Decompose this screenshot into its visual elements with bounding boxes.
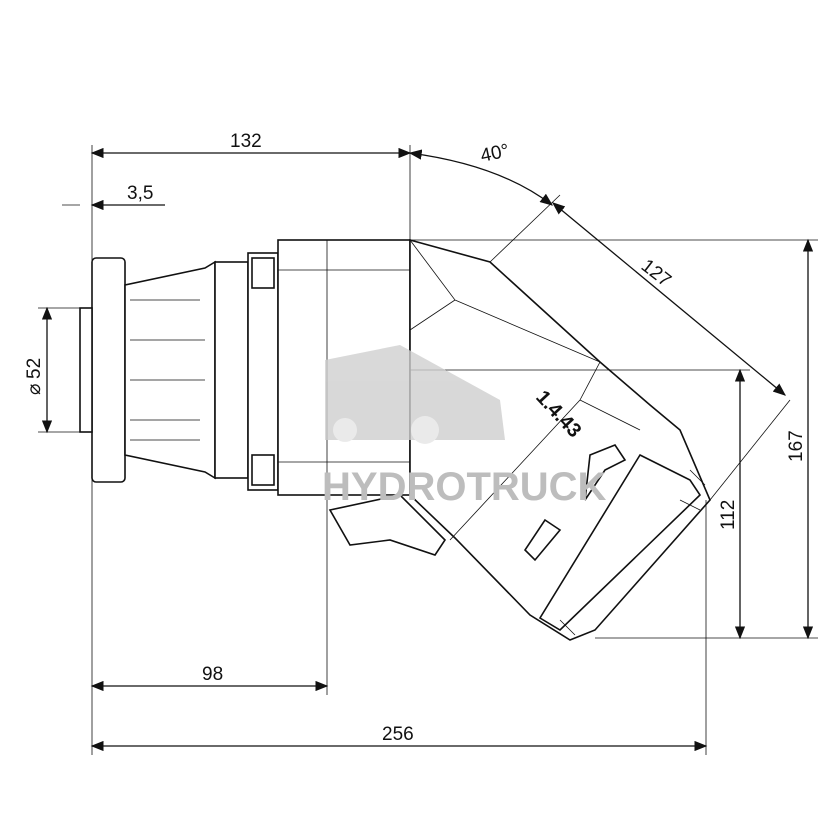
watermark-truck-icon	[325, 345, 505, 444]
dim-256: 256	[382, 724, 414, 745]
dim-diameter: ⌀ 52	[24, 358, 45, 395]
dim-167: 167	[786, 430, 807, 462]
pump-body	[79, 238, 711, 641]
dimension-lines	[41, 147, 814, 752]
diameter-symbol: ⌀	[24, 384, 45, 395]
dim-127: 127	[637, 255, 675, 291]
dim-132: 132	[230, 131, 262, 152]
dim-52: 52	[24, 358, 45, 379]
dim-98: 98	[202, 664, 223, 685]
dim-112: 112	[718, 500, 739, 530]
dim-3-5: 3,5	[127, 183, 153, 204]
watermark-text: HYDROTRUCK	[322, 465, 607, 509]
dim-angle: 40°	[479, 140, 511, 167]
